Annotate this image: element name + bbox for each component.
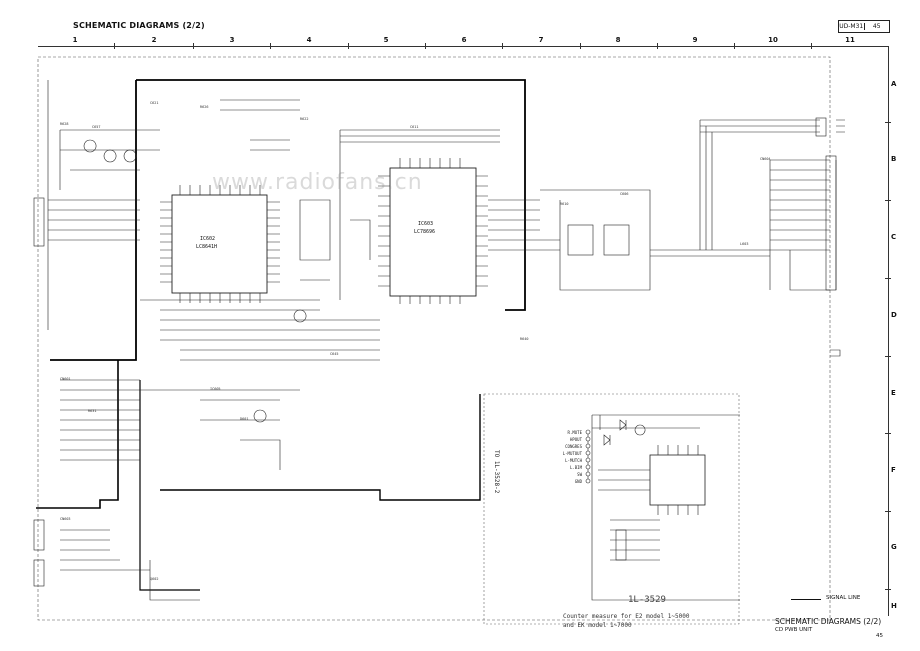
svg-text:R631: R631 [88, 409, 96, 413]
svg-text:L603: L603 [740, 242, 748, 246]
row-tick [885, 200, 891, 201]
row-label: C [891, 233, 897, 241]
watermark: www.radiofans.cn [212, 170, 423, 195]
connector-pin-label: SW [577, 472, 582, 477]
connector-pin-label: L.BIM [569, 465, 582, 470]
footer-subtitle: CD PWB UNIT [775, 627, 813, 633]
row-label: F [891, 466, 896, 474]
subboard-side-label: TO 1L-3528-2 [493, 450, 500, 494]
row-tick [885, 433, 891, 434]
svg-text:Q602: Q602 [150, 577, 158, 581]
svg-text:R640: R640 [520, 337, 528, 341]
column-label: 2 [151, 36, 157, 44]
signal-line-legend-swatch [791, 599, 821, 600]
board-outline [37, 56, 831, 621]
ic602-name: IC602 [200, 236, 215, 242]
connector-pin-label: CONGRES [565, 444, 582, 449]
column-label: 8 [615, 36, 621, 44]
column-label: 5 [383, 36, 389, 44]
column-label: 9 [692, 36, 698, 44]
row-label: A [891, 80, 897, 88]
svg-text:R622: R622 [300, 117, 308, 121]
column-tick [425, 43, 426, 49]
svg-text:R610: R610 [560, 202, 568, 206]
ground-bus [50, 79, 526, 361]
svg-text:CN604: CN604 [760, 157, 771, 161]
column-tick [348, 43, 349, 49]
column-tick [502, 43, 503, 49]
subboard-outline [483, 393, 740, 625]
svg-text:C645: C645 [330, 352, 338, 356]
row-tick [885, 589, 891, 590]
ic602-body [171, 194, 268, 294]
ic603-name: IC603 [418, 221, 433, 227]
row-label: B [891, 155, 897, 163]
row-ruler [888, 46, 889, 616]
subboard-part-number: 1L-3529 [628, 595, 666, 605]
column-label: 7 [538, 36, 544, 44]
row-label: G [891, 543, 897, 551]
svg-text:D601: D601 [240, 417, 248, 421]
ic603-body [389, 167, 477, 297]
row-tick [885, 511, 891, 512]
column-label: 10 [768, 36, 778, 44]
connector-pin-label: R.MUTE [567, 430, 582, 435]
column-tick [811, 43, 812, 49]
svg-text:C621: C621 [150, 101, 158, 105]
column-tick [580, 43, 581, 49]
column-tick [734, 43, 735, 49]
ic602-part: LC8641H [196, 244, 217, 250]
footer-title: SCHEMATIC DIAGRAMS (2/2) [775, 617, 882, 626]
row-tick [885, 278, 891, 279]
column-tick [270, 43, 271, 49]
column-ruler [38, 46, 888, 47]
svg-text:R628: R628 [60, 122, 68, 126]
row-tick [885, 122, 891, 123]
svg-text:IC605: IC605 [210, 387, 221, 391]
svg-text:CN601: CN601 [60, 377, 71, 381]
column-tick [657, 43, 658, 49]
svg-text:C606: C606 [620, 192, 628, 196]
column-label: 11 [845, 36, 855, 44]
column-tick [193, 43, 194, 49]
column-label: 6 [461, 36, 467, 44]
svg-text:C657: C657 [92, 125, 100, 129]
connector-pin-label: GND [574, 479, 582, 484]
column-label: 3 [229, 36, 235, 44]
row-tick [885, 356, 891, 357]
connector-pin-label: L-MUTCH [565, 458, 582, 463]
header-page-number: 45 [872, 23, 881, 30]
row-label: H [891, 602, 897, 610]
signal-line-legend-label: SIGNAL LINE [826, 595, 861, 601]
connector-pin-label: L-MUTOUT [562, 451, 582, 456]
page-title: SCHEMATIC DIAGRAMS (2/2) [73, 21, 205, 30]
column-label: 1 [72, 36, 78, 44]
row-label: D [891, 311, 897, 319]
model-page-box: UD-M31 45 [838, 20, 890, 33]
svg-text:R626: R626 [200, 105, 208, 109]
svg-text:C611: C611 [410, 125, 418, 129]
connector-pin-label: HPOUT [569, 437, 582, 442]
ic603-part: LC78696 [414, 229, 435, 235]
ground-bus-lower [36, 360, 119, 509]
counter-measure-line: and EK model 1~7000 [563, 622, 632, 629]
counter-measure-line: Counter measure for E2 model 1~5000 [563, 613, 690, 620]
column-label: 4 [306, 36, 312, 44]
model-number: UD-M31 [839, 23, 865, 30]
svg-text:CN603: CN603 [60, 517, 71, 521]
row-label: E [891, 389, 896, 397]
footer-page-number: 45 [876, 633, 883, 639]
column-tick [114, 43, 115, 49]
counter-measure-note: Counter measure for E2 model 1~5000 and … [563, 612, 689, 630]
